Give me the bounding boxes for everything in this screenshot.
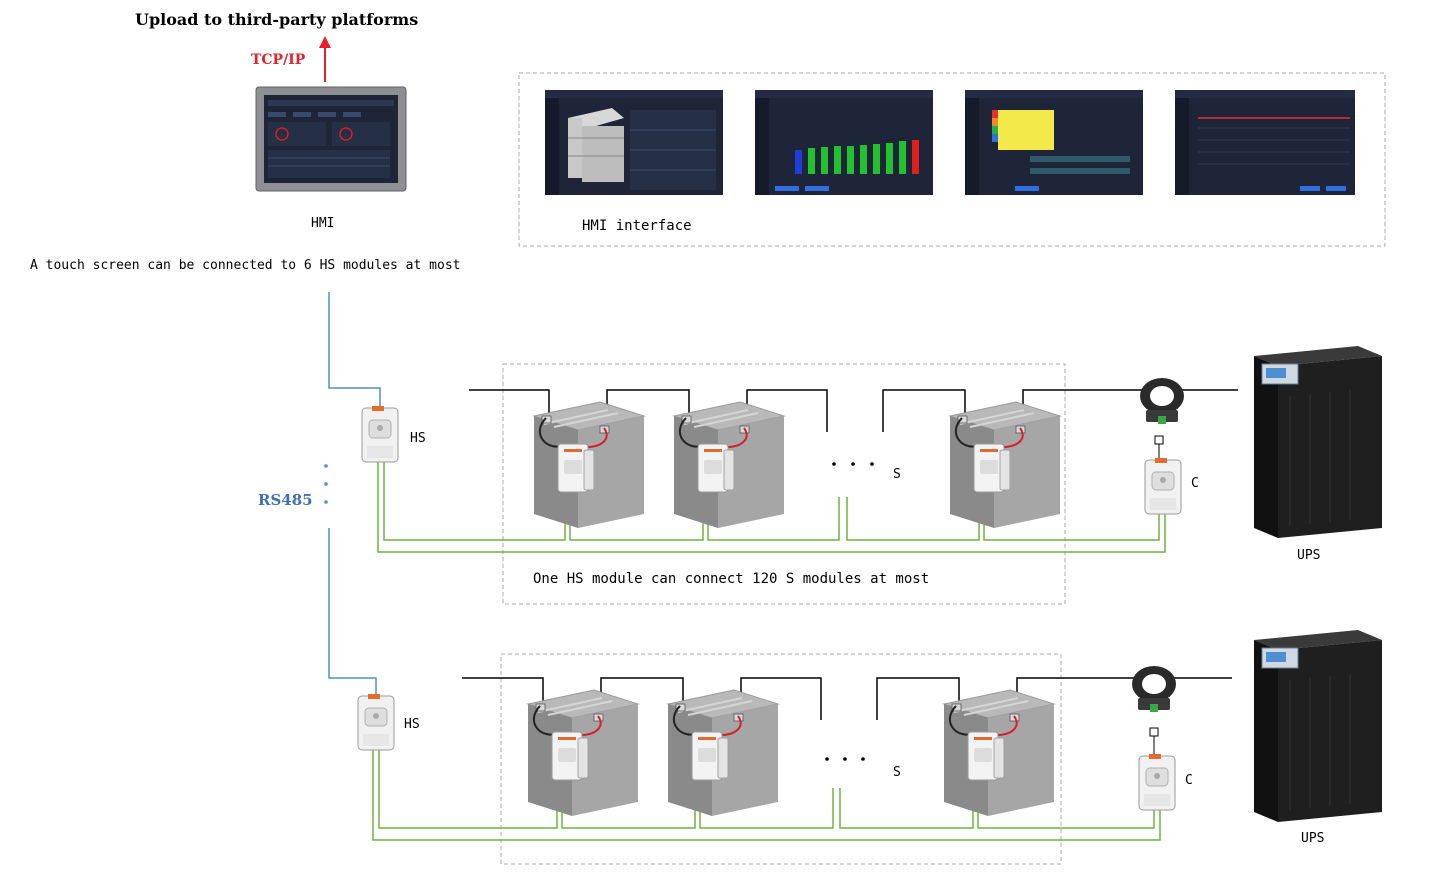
string2-sensor-connector: [1149, 727, 1159, 737]
string1-current-sensor: [1140, 378, 1184, 424]
string2-battery-n: [943, 689, 1055, 817]
hmi-capacity-note: A touch screen can be connected to 6 HS …: [30, 258, 460, 273]
string2-ups-label: UPS: [1301, 831, 1324, 846]
string1-hs-label: HS: [410, 431, 426, 446]
string2-battery-2: [667, 689, 779, 817]
string2-current-sensor: [1132, 666, 1176, 712]
string1-battery-2: [673, 401, 785, 529]
rs485-bus: [324, 292, 381, 697]
string1-hs-module: [361, 405, 399, 463]
string2-hs-module: [357, 693, 395, 751]
hmi-interface-frame: [518, 72, 1386, 247]
string1-c-module: [1144, 457, 1182, 515]
rs485-label: RS485: [258, 491, 313, 509]
string2-ups-cabinet: [1253, 629, 1383, 823]
protocol-label: TCP/IP: [251, 52, 306, 68]
string1-battery-1: [533, 401, 645, 529]
string2-c-label: C: [1185, 773, 1193, 788]
string2-hs-label: HS: [404, 717, 420, 732]
string1-battery-n: [949, 401, 1061, 529]
string1-s-label: S: [893, 467, 901, 482]
hmi-interface-label: HMI interface: [582, 218, 692, 234]
hmi-screen-data-table: [965, 90, 1143, 195]
string1-ups-cabinet: [1253, 345, 1383, 539]
hmi-screen-battery-rack: [545, 90, 723, 195]
string2-battery-1: [527, 689, 639, 817]
upload-arrow-head: [319, 36, 331, 48]
hmi-panel: [255, 86, 407, 192]
string2-c-module: [1138, 753, 1176, 811]
string2-s-label: S: [893, 765, 901, 780]
string2-frame: [500, 653, 1062, 865]
string1-frame: [502, 363, 1066, 605]
hmi-label: HMI: [311, 216, 334, 231]
hmi-screen-voltage-bars: [755, 90, 933, 195]
string1-ellipsis: [832, 462, 874, 466]
string2-ellipsis: [825, 757, 865, 761]
string1-sensor-connector: [1154, 435, 1164, 445]
string1-c-label: C: [1191, 476, 1199, 491]
string1-capacity-note: One HS module can connect 120 S modules …: [533, 571, 929, 587]
upload-title: Upload to third-party platforms: [135, 10, 418, 29]
string1-ups-label: UPS: [1297, 548, 1320, 563]
hmi-screen-alarm-list: [1175, 90, 1355, 195]
